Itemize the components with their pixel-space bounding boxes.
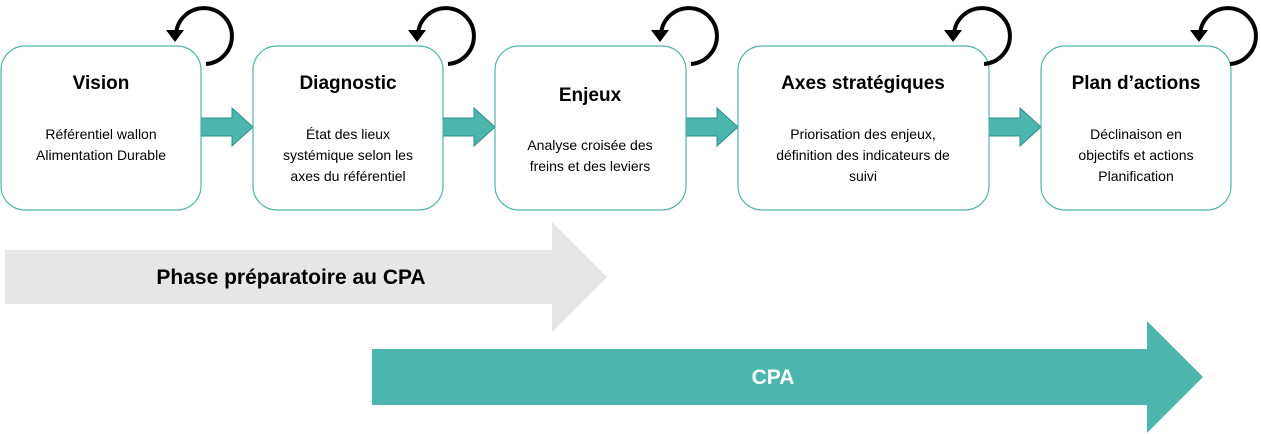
connector-arrow-2 [442, 106, 496, 148]
right-arrow-icon [442, 106, 496, 148]
phase-preparatory-arrow: Phase préparatoire au CPA [5, 222, 607, 332]
step-title: Diagnostic [299, 73, 397, 94]
step-description-line: systémique selon les [283, 147, 413, 163]
step-box [1040, 45, 1232, 211]
right-arrow-icon [988, 106, 1042, 148]
step-description-line: objectifs et actions [1078, 147, 1193, 163]
step-description-line: Planification [1098, 168, 1174, 184]
step-box [494, 45, 687, 211]
step-title: Vision [73, 73, 130, 94]
circular-arrow-icon [952, 6, 1012, 66]
circular-arrow-icon [1198, 6, 1258, 66]
loop-arrow-1 [166, 6, 234, 66]
step-title: Axes stratégiques [781, 73, 945, 94]
loop-arrow-3 [651, 6, 719, 66]
step-description-line: Alimentation Durable [36, 147, 166, 163]
step-title: Plan d’actions [1072, 73, 1201, 94]
connector-arrow-4 [988, 106, 1042, 148]
step-title: Enjeux [559, 85, 622, 106]
circular-arrow-head [166, 30, 184, 42]
loop-arrow-2 [408, 6, 476, 66]
phase-preparatory-shape [5, 222, 607, 332]
step-description-line: Déclinaison en [1090, 126, 1182, 142]
circular-arrow-head [651, 30, 669, 42]
circular-arrow-head [944, 30, 962, 42]
circular-arrow-icon [174, 6, 234, 66]
right-arrow-icon [200, 106, 254, 148]
step-box [0, 45, 202, 211]
circular-arrow-head [408, 30, 426, 42]
step-description-line: définition des indicateurs de [776, 147, 950, 163]
phase-cpa-label: CPA [752, 366, 795, 389]
circular-arrow-icon [416, 6, 476, 66]
phase-cpa-shape [372, 321, 1203, 433]
circular-arrow-icon [659, 6, 719, 66]
step-description-line: suivi [849, 168, 877, 184]
connector-arrow-1 [200, 106, 254, 148]
step-box [737, 45, 990, 211]
loop-arrow-5 [1190, 6, 1258, 66]
step-description-line: freins et des leviers [530, 158, 651, 174]
connector-arrow-3 [685, 106, 739, 148]
step-enjeux: Enjeux Analyse croisée des freins et des… [494, 45, 687, 211]
step-box [252, 45, 444, 211]
phase-cpa-arrow: CPA [372, 321, 1203, 433]
step-description-line: Analyse croisée des [527, 137, 652, 153]
step-axes-strategiques: Axes stratégiques Priorisation des enjeu… [737, 45, 990, 211]
step-plan-actions: Plan d’actions Déclinaison en objectifs … [1040, 45, 1232, 211]
phase-preparatory-label: Phase préparatoire au CPA [156, 266, 425, 289]
loop-arrow-4 [944, 6, 1012, 66]
step-description-line: Référentiel wallon [45, 126, 156, 142]
right-arrow-icon [685, 106, 739, 148]
step-description-line: État des lieux [306, 126, 390, 142]
step-description-line: axes du référentiel [290, 168, 405, 184]
step-description-line: Priorisation des enjeux, [790, 126, 936, 142]
step-diagnostic: Diagnostic État des lieux systémique sel… [252, 45, 444, 211]
circular-arrow-head [1190, 30, 1208, 42]
step-vision: Vision Référentiel wallon Alimentation D… [0, 45, 202, 211]
